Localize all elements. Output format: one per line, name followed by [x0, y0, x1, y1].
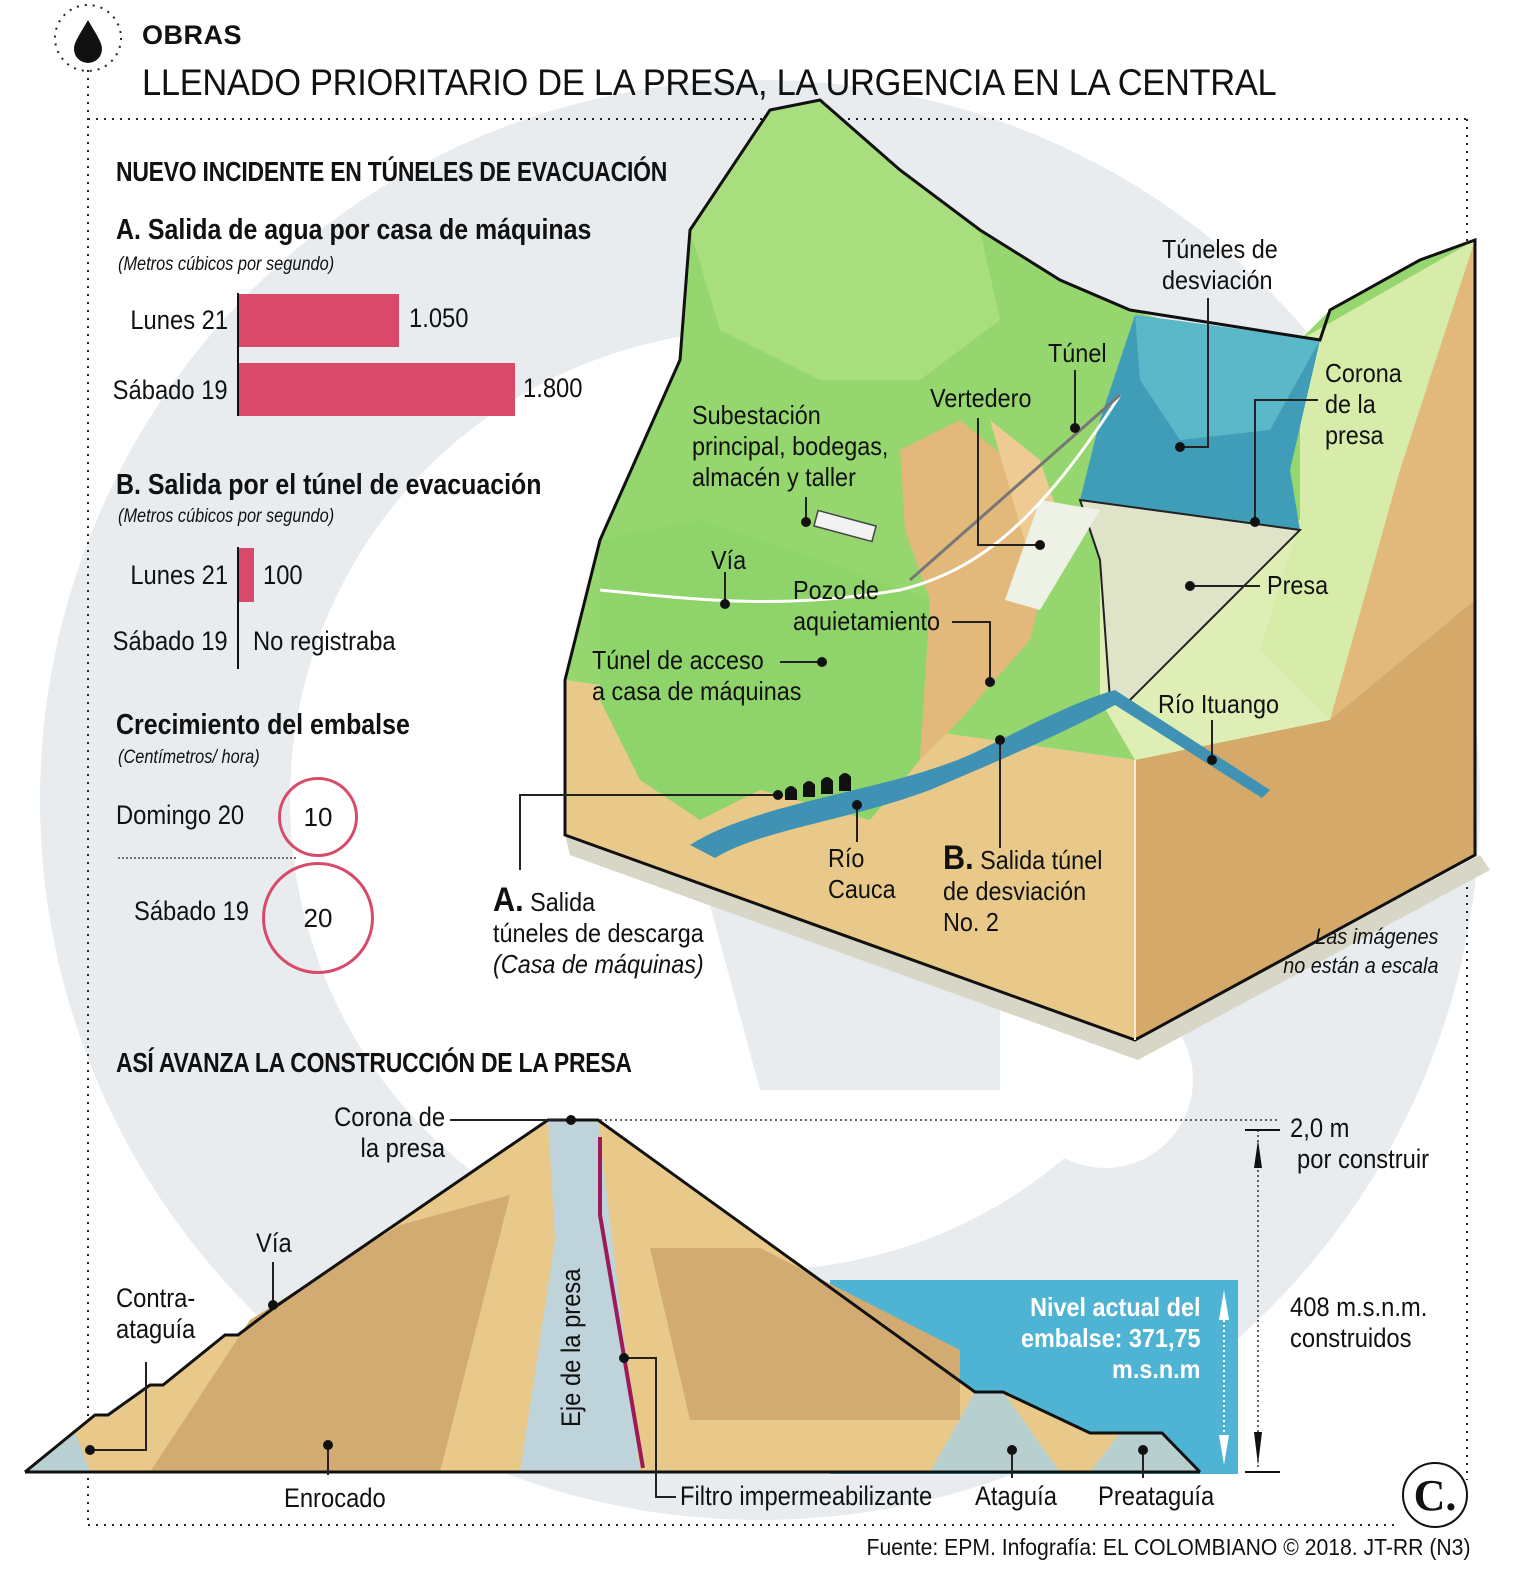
- growth-value-1: 20: [303, 902, 333, 933]
- chart-a-value-1: 1.800: [523, 373, 583, 403]
- label-letter: A.: [493, 881, 524, 919]
- label-salida-a: A. Salida túneles de descarga (Casa de m…: [493, 883, 704, 980]
- chart-b-bar-0: [239, 548, 254, 602]
- terrain-block: [563, 98, 1490, 1060]
- label-enrocado: Enrocado: [284, 1483, 386, 1513]
- chart-b-axis: [237, 547, 239, 669]
- label-ataguia: Ataguía: [975, 1481, 1057, 1511]
- chart-a-bar-1: [239, 363, 515, 416]
- label-line: túneles de descarga: [493, 918, 704, 948]
- label-via-presa: Vía: [256, 1228, 292, 1258]
- chart-a-bar-0: [239, 294, 399, 347]
- chart-a-value-0: 1.050: [409, 303, 469, 333]
- label-line: ataguía: [116, 1314, 196, 1344]
- label-line: Nivel actual del: [1029, 1292, 1200, 1322]
- label-line: Salida túnel: [980, 845, 1103, 875]
- chart-b-value-1: No registraba: [253, 626, 396, 656]
- water-drop-icon: [74, 20, 102, 63]
- label-rio-cauca: Río Cauca: [828, 843, 896, 905]
- label-line: 2,0 m: [1290, 1113, 1350, 1143]
- chart-b-value-0: 100: [263, 560, 303, 590]
- label-line: embalse: 371,75: [1020, 1323, 1200, 1353]
- filter-line: [598, 1137, 645, 1469]
- label-line: principal, bodegas,: [692, 431, 889, 461]
- label-pozo: Pozo de aquietamiento: [793, 575, 940, 637]
- label-line: Túneles de: [1162, 234, 1278, 264]
- label-line: Cauca: [828, 874, 896, 904]
- label-line: m.s.n.m: [1111, 1354, 1200, 1384]
- chart-b-label-0: Lunes 21: [130, 560, 228, 590]
- label-line: No. 2: [943, 907, 999, 937]
- label-rio-ituango: Río Ituango: [1158, 689, 1279, 719]
- chart-a-unit: (Metros cúbicos por segundo): [118, 254, 335, 275]
- label-corona-presa: Corona de la presa: [334, 1102, 445, 1164]
- chart-b-label-1: Sábado 19: [113, 626, 228, 656]
- label-corona-mapa: Corona de la presa: [1325, 358, 1402, 451]
- label-line: la presa: [360, 1133, 445, 1163]
- label-line: Subestación: [692, 400, 821, 430]
- pending-height-label: 2,0 m por construir: [1290, 1113, 1429, 1175]
- label-line: de la: [1325, 389, 1376, 419]
- label-presa: Presa: [1267, 570, 1329, 600]
- label-eje-presa: Eje de la presa: [556, 1268, 586, 1427]
- label-line: (Casa de máquinas): [493, 949, 704, 979]
- label-line: desviación: [1162, 265, 1273, 295]
- label-contraataguia: Contra- ataguía: [116, 1283, 195, 1345]
- label-line: almacén y taller: [692, 462, 856, 492]
- chart-b-title: B. Salida por el túnel de evacuación: [116, 469, 542, 501]
- label-preataguia: Preataguía: [1098, 1481, 1215, 1511]
- label-line: Río: [828, 843, 865, 873]
- label-line: construidos: [1290, 1323, 1412, 1353]
- chart-a-label-1: Sábado 19: [113, 375, 228, 405]
- growth-title: Crecimiento del embalse: [116, 709, 410, 741]
- label-line: Corona de: [334, 1102, 445, 1132]
- label-tuneles-desviacion: Túneles de desviación: [1162, 234, 1278, 296]
- label-line: Túnel de acceso: [592, 645, 764, 675]
- page-title: LLENADO PRIORITARIO DE LA PRESA, LA URGE…: [142, 62, 1277, 103]
- note-line: Las imágenes: [1314, 924, 1438, 949]
- label-letter: B.: [943, 839, 974, 877]
- el-colombiano-logo: C.: [1402, 1462, 1468, 1528]
- label-line: 408 m.s.n.m.: [1290, 1292, 1428, 1322]
- label-via-mapa: Vía: [711, 545, 747, 575]
- source-credit: Fuente: EPM. Infografía: EL COLOMBIANO ©…: [866, 1534, 1470, 1560]
- label-vertedero: Vertedero: [930, 383, 1032, 413]
- chart-b-unit: (Metros cúbicos por segundo): [118, 506, 335, 527]
- label-subestacion: Subestación principal, bodegas, almacén …: [692, 400, 888, 493]
- growth-label-0: Domingo 20: [116, 800, 245, 830]
- chart-a-title: A. Salida de agua por casa de máquinas: [116, 214, 592, 246]
- reservoir-level-label: Nivel actual del embalse: 371,75 m.s.n.m: [1020, 1292, 1200, 1385]
- label-line: Salida: [530, 887, 596, 917]
- dam-heading: ASÍ AVANZA LA CONSTRUCCIÓN DE LA PRESA: [116, 1047, 632, 1078]
- growth-circle-1: 20: [262, 862, 374, 974]
- label-line: Pozo de: [793, 575, 879, 605]
- growth-label-1: Sábado 19: [134, 896, 249, 926]
- label-salida-b: B. Salida túnel de desviación No. 2: [943, 841, 1103, 938]
- label-line: por construir: [1297, 1144, 1430, 1174]
- dam-cross-section: [24, 1118, 1280, 1474]
- chart-a-axis: [237, 293, 239, 416]
- label-tunel-acceso: Túnel de acceso a casa de máquinas: [592, 645, 801, 707]
- section-kicker: OBRAS: [142, 20, 243, 50]
- label-line: presa: [1325, 420, 1384, 450]
- label-tunel: Túnel: [1048, 338, 1107, 368]
- label-line: de desviación: [943, 876, 1087, 906]
- built-height-label: 408 m.s.n.m. construidos: [1290, 1292, 1427, 1354]
- growth-unit: (Centímetros/ hora): [118, 747, 260, 768]
- label-line: a casa de máquinas: [592, 676, 802, 706]
- note-line: no están a escala: [1282, 953, 1438, 978]
- chart-a-label-0: Lunes 21: [130, 305, 228, 335]
- incident-heading: NUEVO INCIDENTE EN TÚNELES DE EVACUACIÓN: [116, 156, 668, 187]
- label-line: aquietamiento: [793, 606, 941, 636]
- scale-note: Las imágenes no están a escala: [1283, 922, 1438, 980]
- label-line: Corona: [1325, 358, 1402, 388]
- growth-value-0: 10: [303, 801, 333, 832]
- label-line: Contra-: [116, 1283, 196, 1313]
- label-filtro: Filtro impermeabilizante: [680, 1481, 933, 1511]
- growth-circle-0: 10: [278, 777, 358, 857]
